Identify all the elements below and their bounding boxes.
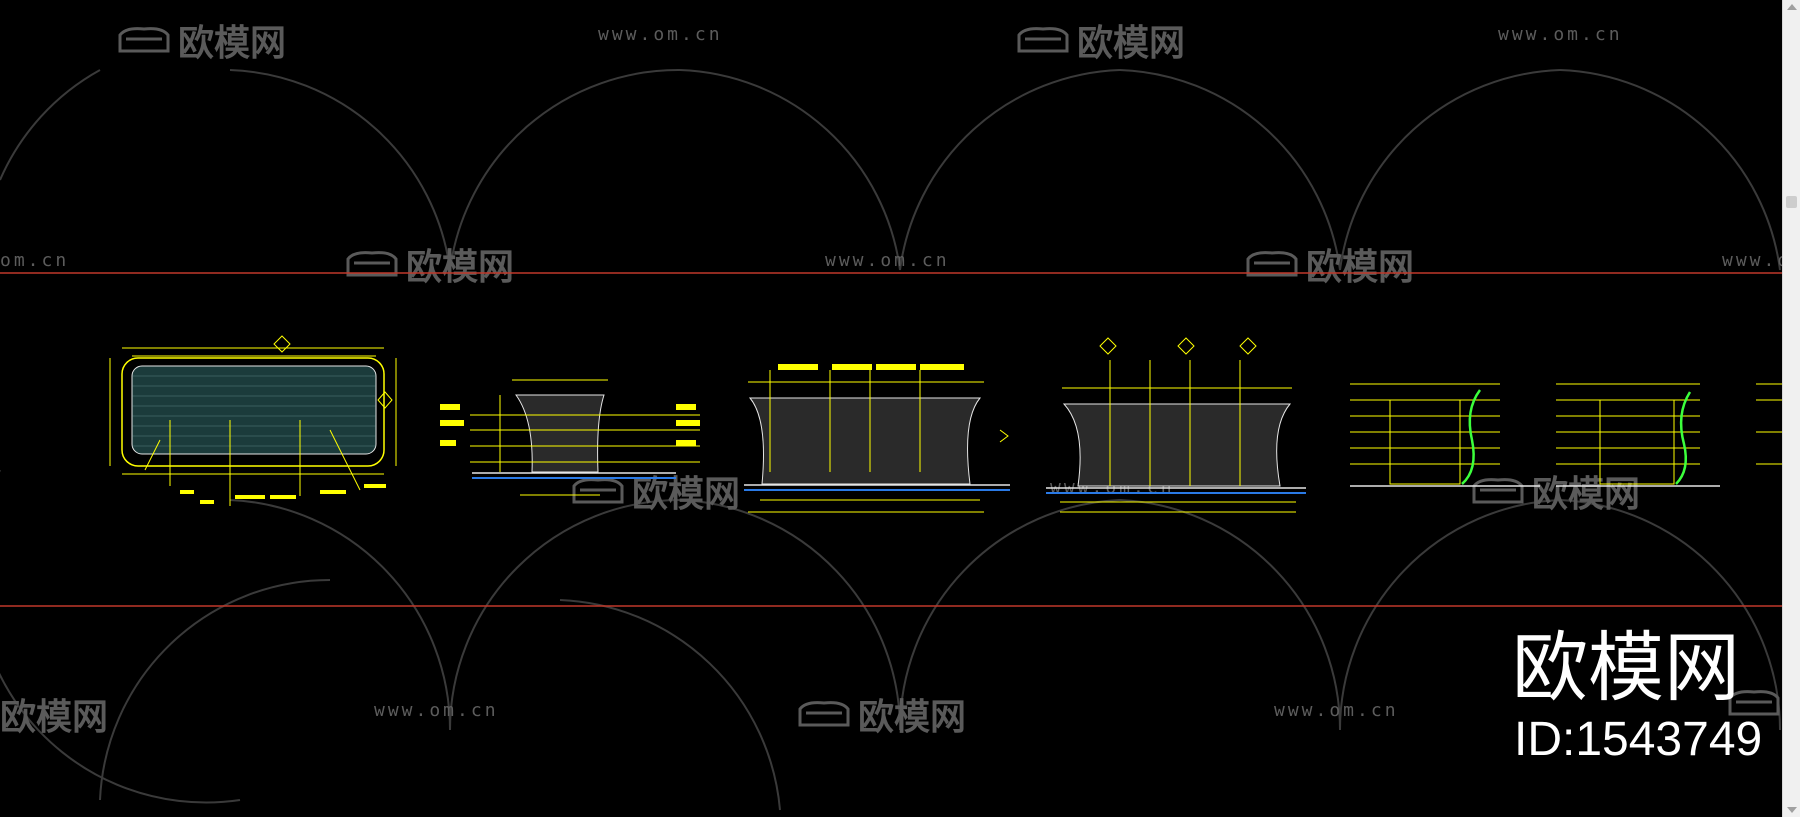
sofa-logo-icon — [1017, 27, 1069, 53]
detail-section-1[interactable] — [1350, 383, 1540, 487]
watermark-logo-4: 欧模网 — [1244, 238, 1414, 290]
plan-marker-diamond — [273, 335, 291, 353]
front-body — [748, 397, 982, 485]
bathtub-side-section[interactable] — [440, 379, 700, 496]
watermark-brand-text: 欧模网 — [1306, 247, 1415, 288]
brand-stamp-name: 欧模网 — [1512, 623, 1740, 712]
bathtub-rear-elevation[interactable] — [1046, 337, 1306, 513]
sofa-logo-icon — [798, 701, 850, 727]
watermark-logo-8 — [1726, 688, 1782, 718]
watermark-url-2: www.om.cn — [1498, 24, 1623, 45]
watermark-logo-2: 欧模网 — [1015, 14, 1185, 66]
sofa-logo-icon — [1728, 690, 1780, 716]
watermark-brand-text: 欧模网 — [1077, 23, 1186, 64]
scrollbar-thumb[interactable] — [1786, 196, 1797, 208]
watermark-logo-7: 欧模网 — [796, 688, 966, 740]
watermark-logo-partial-left: 欧模网 — [0, 688, 108, 740]
watermark-brand-text: 欧模网 — [858, 697, 967, 738]
plan-inner-basin — [131, 365, 377, 455]
bathtub-plan-view[interactable] — [109, 335, 397, 506]
sofa-logo-icon — [572, 478, 624, 504]
watermark-logo-1: 欧模网 — [116, 14, 286, 66]
scrollbar-up-arrow-icon[interactable] — [1787, 4, 1797, 10]
watermark-brand-text: 欧模网 — [0, 697, 109, 738]
detail-section-2[interactable] — [1556, 383, 1720, 487]
scrollbar-down-arrow-icon[interactable] — [1787, 807, 1797, 813]
watermark-url-6: www.om.cn — [374, 700, 499, 721]
bathtub-front-elevation[interactable] — [744, 364, 1010, 513]
watermark-url-4: www.om.cn — [1722, 250, 1782, 271]
watermark-logo-6: 欧模网 — [1470, 465, 1640, 517]
green-profile-2 — [1675, 391, 1692, 485]
green-profile-1 — [1461, 389, 1482, 485]
plan-outline — [121, 357, 385, 467]
sofa-logo-icon — [1246, 251, 1298, 277]
sofa-logo-icon — [118, 27, 170, 53]
watermark-brand-text: 欧模网 — [406, 247, 515, 288]
watermark-brand-text: 欧模网 — [632, 474, 741, 515]
watermark-brand-text: 欧模网 — [178, 23, 287, 64]
detail-section-3-partial[interactable] — [1756, 383, 1782, 465]
watermark-url-3: www.om.cn — [825, 250, 950, 271]
plan-marker-diamond-right — [377, 391, 393, 409]
side-body — [515, 394, 605, 473]
watermark-logo-3: 欧模网 — [344, 238, 514, 290]
sofa-logo-icon — [1472, 478, 1524, 504]
rear-body — [1062, 403, 1292, 487]
vertical-scrollbar[interactable] — [1782, 0, 1800, 817]
sofa-logo-icon — [346, 251, 398, 277]
watermark-url-7: www.om.cn — [1274, 700, 1399, 721]
watermark-url-1: www.om.cn — [598, 24, 723, 45]
watermark-brand-text: 欧模网 — [1532, 474, 1641, 515]
watermark-url-partial-left: om.cn — [0, 250, 70, 271]
watermark-logo-5: 欧模网 — [570, 465, 740, 517]
brand-stamp-id: ID:1543749 — [1514, 713, 1763, 766]
